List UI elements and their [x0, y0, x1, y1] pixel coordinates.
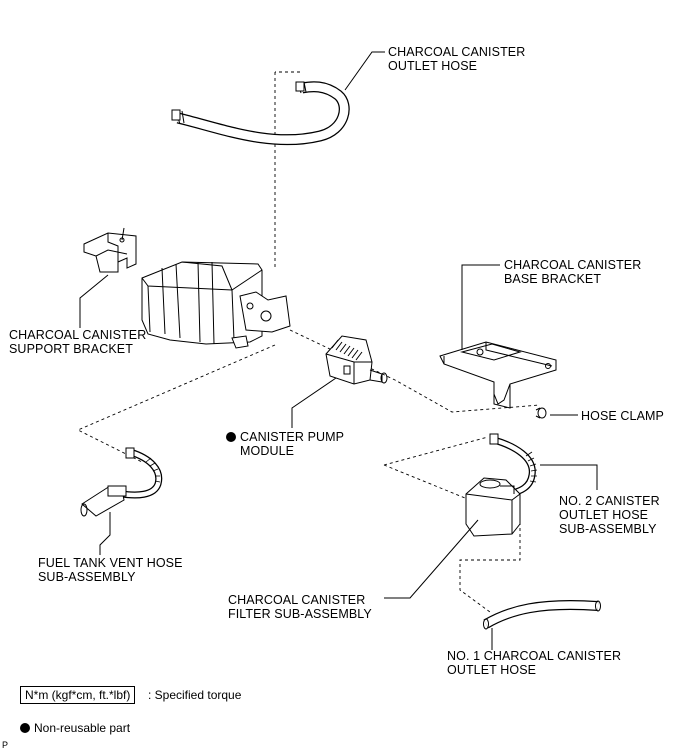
alignment-lines	[76, 71, 541, 613]
label-filter: CHARCOAL CANISTER FILTER SUB-ASSEMBLY	[228, 593, 372, 621]
vent-hose-leader	[99, 512, 111, 555]
label-support-bracket: CHARCOAL CANISTER SUPPORT BRACKET	[9, 328, 147, 356]
legend-torque-unit: N*m (kgf*cm, ft.*lbf)	[20, 686, 136, 704]
corner-mark: P	[2, 740, 9, 750]
label-outlet-hose: CHARCOAL CANISTER OUTLET HOSE	[388, 45, 526, 73]
filter-leader	[384, 519, 479, 599]
legend-nonreusable-text: Non-reusable part	[34, 721, 131, 735]
outlet-hose-leader	[344, 51, 385, 91]
no1-hose-drawing	[483, 599, 601, 630]
label-vent-hose: FUEL TANK VENT HOSE SUB-ASSEMBLY	[38, 556, 183, 584]
pump-module-drawing	[325, 335, 388, 385]
support-bracket-leader	[79, 274, 109, 328]
label-pump-module: CANISTER PUMP MODULE	[226, 430, 344, 458]
nonreusable-icon	[20, 723, 30, 733]
label-hose-clamp: HOSE CLAMP	[581, 409, 664, 423]
vent-hose-drawing	[80, 447, 163, 517]
label-base-bracket: CHARCOAL CANISTER BASE BRACKET	[504, 258, 642, 286]
outlet-hose-drawing	[171, 81, 350, 146]
nonreusable-icon	[226, 432, 236, 442]
canister-body-drawing	[141, 261, 291, 349]
pump-module-leader	[291, 377, 337, 428]
no2-hose-leader	[540, 464, 598, 490]
support-bracket-drawing	[83, 227, 137, 273]
base-bracket-leader	[461, 264, 500, 350]
legend-torque-text: : Specified torque	[148, 688, 242, 702]
hose-clamp-drawing	[535, 407, 547, 419]
legend-nonreusable: Non-reusable part	[20, 721, 130, 735]
label-no1-hose: NO. 1 CHARCOAL CANISTER OUTLET HOSE	[447, 649, 622, 677]
label-no2-hose: NO. 2 CANISTER OUTLET HOSE SUB-ASSEMBLY	[559, 494, 660, 536]
base-bracket-drawing	[439, 341, 557, 409]
filter-drawing	[465, 477, 521, 537]
